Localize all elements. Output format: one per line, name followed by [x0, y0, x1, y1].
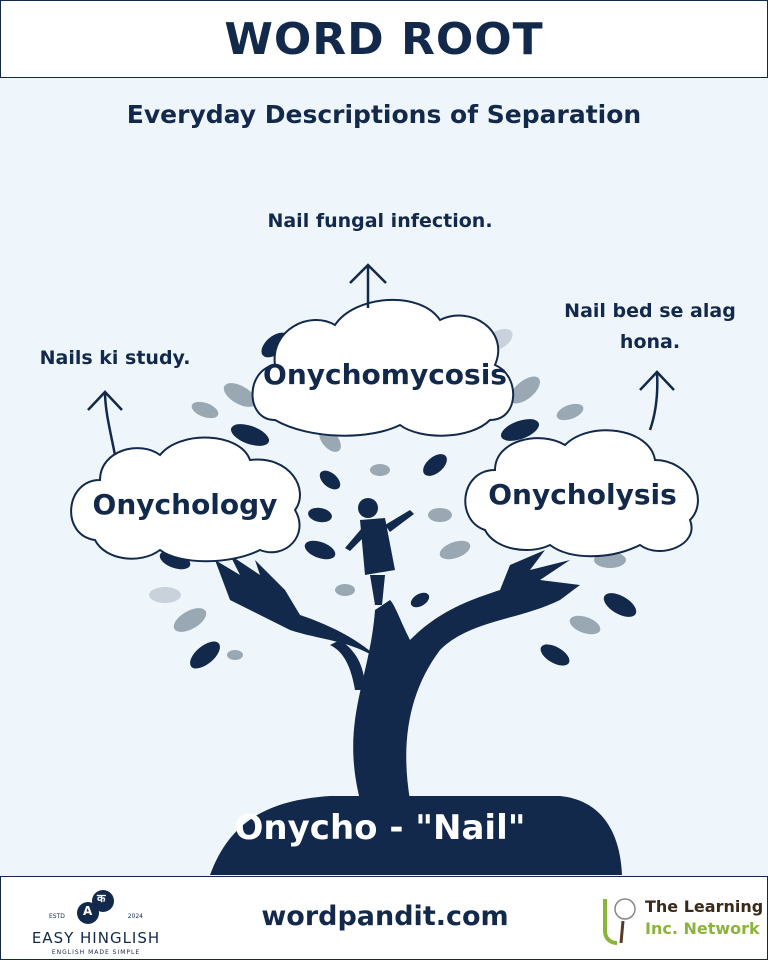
word-onychology: Onychology — [92, 488, 278, 521]
learning-inc-logo: The Learning Inc. Network — [601, 891, 764, 951]
child-figure — [345, 498, 414, 605]
page-title: WORD ROOT — [224, 13, 544, 65]
clouds — [70, 299, 699, 563]
website-link[interactable]: wordpandit.com — [261, 901, 509, 932]
arrows — [87, 263, 675, 456]
header: WORD ROOT — [0, 0, 768, 78]
tree-trunk-and-hands — [215, 550, 580, 800]
tree-logo-icon — [603, 898, 636, 945]
leaves — [149, 328, 637, 669]
logo-tagline: ENGLISH MADE SIMPLE — [51, 949, 141, 956]
word-onychomycosis: Onychomycosis — [263, 358, 507, 391]
logo-line-1: The Learning — [645, 897, 764, 916]
description-onycholysis: Nail bed se alag hona. — [564, 300, 736, 353]
logo-year: 2024 — [127, 913, 143, 920]
cloud-onychology — [70, 436, 301, 563]
ground-base — [210, 796, 622, 875]
description-onychomycosis: Nail fungal infection. — [267, 210, 493, 232]
description-onychology: Nails ki study. — [39, 347, 191, 369]
arrow-up-icon — [639, 370, 675, 431]
footer: A क ESTD 2024 EASY HINGLISH ENGLISH MADE… — [0, 876, 768, 960]
arrow-up-icon — [349, 263, 387, 308]
logo-name: EASY HINGLISH — [31, 929, 161, 947]
easy-hinglish-logo: A क ESTD 2024 EASY HINGLISH ENGLISH MADE… — [31, 885, 161, 957]
cloud-onychomycosis — [251, 299, 515, 437]
speech-bubbles-icon — [77, 890, 114, 924]
cloud-onycholysis — [464, 429, 699, 558]
logo-glyph-k: क — [97, 892, 106, 905]
subtitle: Everyday Descriptions of Separation — [126, 100, 642, 129]
logo-glyph-a: A — [83, 904, 93, 918]
root-label: Onycho - "Nail" — [234, 808, 526, 848]
word-onycholysis: Onycholysis — [488, 478, 677, 511]
logo-estd: ESTD — [49, 913, 65, 920]
logo-line-2: Inc. Network — [645, 919, 760, 938]
arrow-up-icon — [87, 390, 123, 456]
